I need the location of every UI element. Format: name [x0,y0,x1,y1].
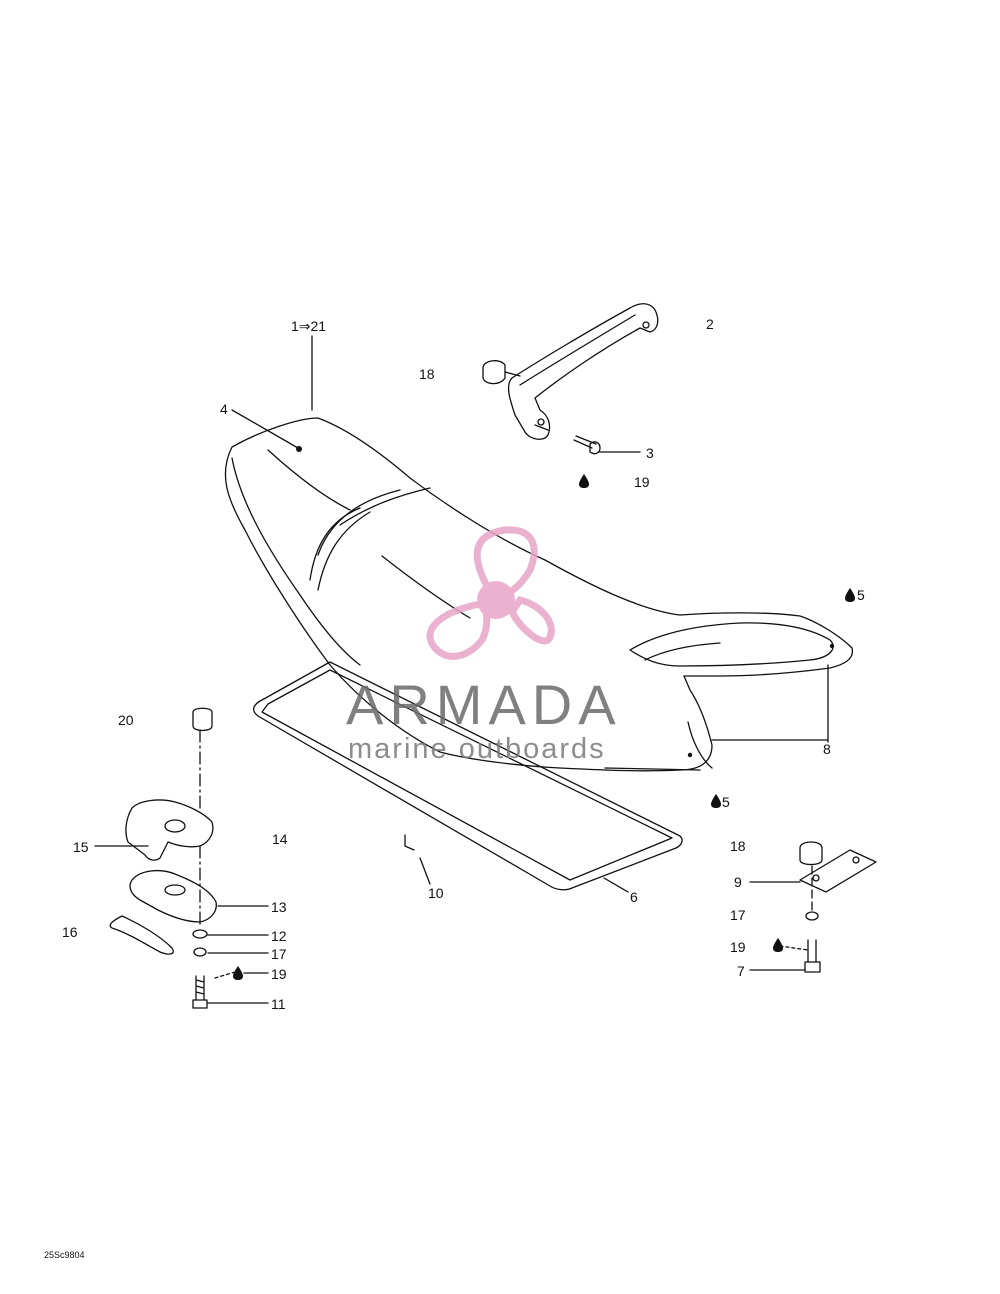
grab-handle-part [482,303,659,440]
callout-5-top: 5 [857,587,865,603]
seat-part [224,417,854,772]
bracket-assembly-part [799,841,877,973]
callout-17-bracket: 17 [730,907,746,923]
latch-assembly-part [125,707,217,1009]
callout-10: 10 [428,885,444,901]
callout-13: 13 [271,899,287,915]
callout-17-latch: 17 [271,946,287,962]
callout-8: 8 [823,741,831,757]
callout-18-handle: 18 [419,366,435,382]
callout-18-bracket: 18 [730,838,746,854]
callout-20: 20 [118,712,134,728]
callout-19-bracket: 19 [730,939,746,955]
callout-15: 15 [73,839,89,855]
callout-9: 9 [734,874,742,890]
adhesive-drop-icon [711,794,721,808]
callout-12: 12 [271,928,287,944]
drawing-reference: 25Sc9804 [44,1250,85,1260]
callout-11: 11 [271,996,286,1012]
callout-6: 6 [630,889,638,905]
callout-1-21: 1⇒21 [291,318,327,334]
callout-19-handle: 19 [634,474,650,490]
callout-14: 14 [272,831,288,847]
propeller-icon [426,526,555,660]
callout-2: 2 [706,316,714,332]
gasket-frame-part [252,661,683,891]
screw-part [573,435,601,455]
leader-lines [94,335,829,1004]
callout-16: 16 [62,924,78,940]
callout-19-latch: 19 [271,966,287,982]
callout-4: 4 [220,401,228,417]
clip-part [404,834,415,851]
adhesive-drop-icon [773,938,783,952]
adhesive-drop-icon [579,474,589,488]
adhesive-drop-icon [233,966,243,980]
point-marker [829,643,835,649]
wire-clip-part [109,915,174,955]
adhesive-drop-icon [845,588,855,602]
watermark-tagline: marine outboards [348,733,606,765]
watermark-brand: ARMADA [346,673,622,736]
point-marker [687,752,693,758]
callout-3: 3 [646,445,654,461]
callout-5-bottom: 5 [722,794,730,810]
point-marker [296,446,302,452]
callout-7: 7 [737,963,745,979]
